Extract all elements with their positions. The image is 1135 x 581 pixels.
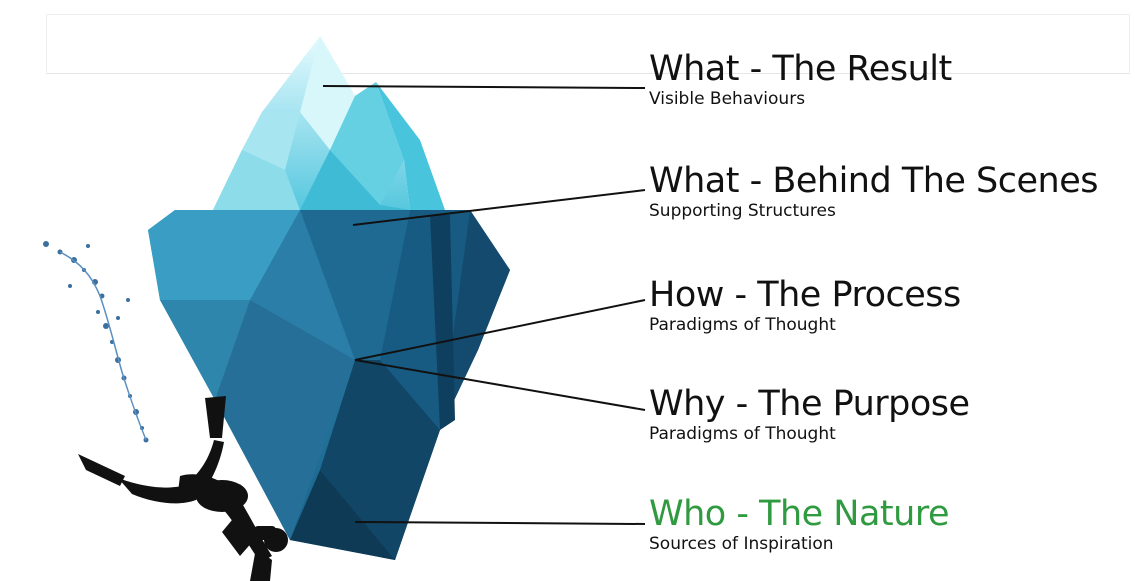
layer-subtitle: Supporting Structures [649, 201, 836, 221]
layer-who-nature: Who - The Nature Sources of Inspiration [649, 494, 950, 554]
layer-what-result: What - The Result Visible Behaviours [649, 50, 952, 109]
diver-silhouette-icon [78, 396, 288, 581]
connector-line-1 [322, 85, 646, 89]
connector-line-2 [352, 189, 646, 226]
layer-title: What - Behind The Scenes [649, 161, 1098, 201]
connector-lines [322, 85, 646, 525]
layer-how-process: How - The Process Paradigms of Thought [649, 276, 961, 335]
connector-line-4 [354, 359, 646, 411]
layer-title: How - The Process [649, 275, 961, 315]
water-splash-icon [43, 241, 149, 443]
layer-subtitle: Visible Behaviours [649, 89, 806, 109]
iceberg-tip [213, 36, 445, 210]
top-frame [46, 14, 1130, 74]
connector-line-5 [354, 521, 646, 525]
layer-subtitle: Paradigms of Thought [649, 315, 836, 335]
layer-title: Why - The Purpose [649, 384, 970, 424]
layer-what-behind-scenes: What - Behind The Scenes Supporting Stru… [649, 162, 1098, 221]
iceberg-underwater [148, 210, 510, 560]
layer-subtitle: Paradigms of Thought [649, 424, 836, 444]
layer-title: What - The Result [649, 49, 952, 89]
connector-line-3 [354, 299, 646, 361]
layer-subtitle: Sources of Inspiration [649, 534, 834, 554]
layer-why-purpose: Why - The Purpose Paradigms of Thought [649, 385, 970, 444]
layer-title: Who - The Nature [649, 494, 950, 534]
